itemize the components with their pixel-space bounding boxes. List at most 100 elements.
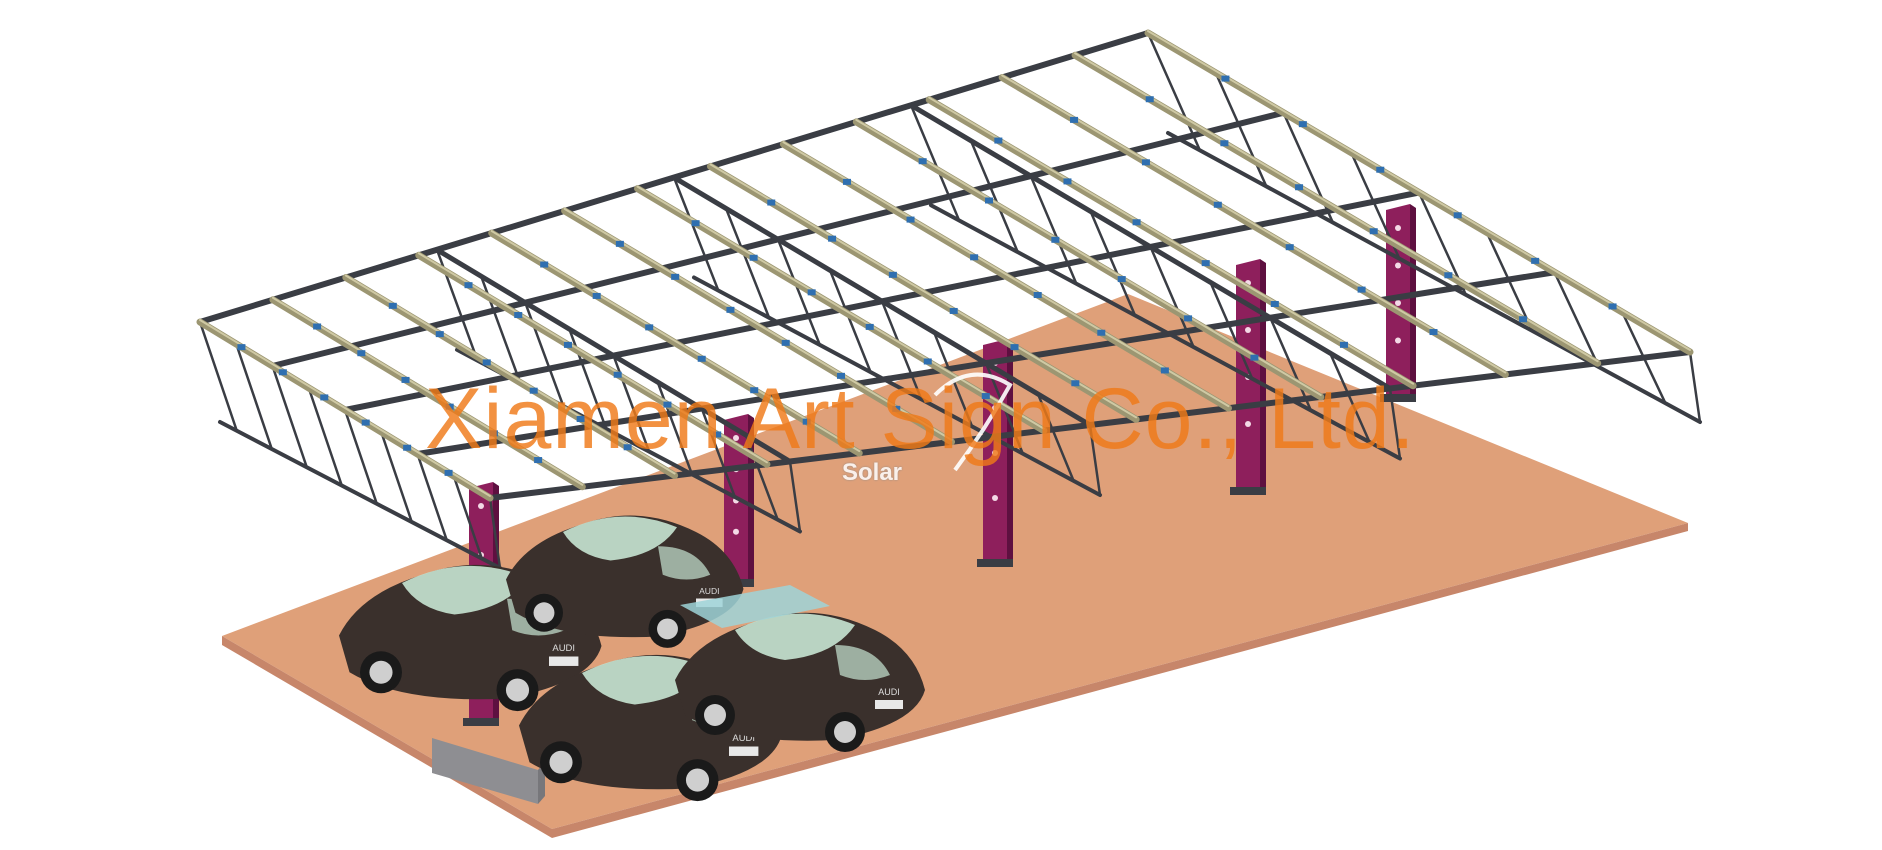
rail-clamp-bracket [592, 292, 601, 299]
truss-web-member [1036, 392, 1075, 483]
car-windshield [563, 516, 677, 561]
truss-web-member [724, 207, 771, 319]
mounting-rail [1071, 51, 1602, 367]
rail-clamp-bracket [464, 282, 473, 289]
rail-clamp-bracket [361, 419, 370, 426]
rail-clamp-bracket [1220, 140, 1229, 147]
rail-clamp-bracket [807, 289, 816, 296]
rail-clamp-bracket [1033, 292, 1042, 299]
rail-clamp-bracket [663, 401, 672, 408]
truss-web-member [1088, 423, 1102, 497]
rail-clamp-bracket [1531, 257, 1540, 264]
truss-web-member [1388, 387, 1402, 460]
mounting-rail [342, 274, 679, 480]
glass-canopy-panel [680, 585, 830, 628]
rail-clamp-bracket [1051, 236, 1060, 243]
ground-slab-edge-right [552, 523, 1688, 838]
rail-clamp-bracket [1270, 300, 1279, 307]
column-base-plate [977, 559, 1013, 567]
truss-web-member [776, 238, 822, 347]
rail-clamp-bracket [563, 341, 572, 348]
truss-web-member [744, 433, 779, 521]
rail-clamp-bracket [388, 302, 397, 309]
rail-clamp-bracket [906, 216, 915, 223]
truss-web-member [880, 300, 923, 401]
mounting-rail-highlight [344, 274, 676, 475]
car-rim [549, 750, 573, 774]
car-badge-text: AUDI [552, 643, 575, 654]
mounting-rail [852, 118, 1325, 401]
rail-clamp-bracket [1285, 244, 1294, 251]
car-badge-text: AUDI [878, 687, 900, 697]
mounting-rail-highlight [855, 118, 1322, 396]
rail-clamp-bracket [645, 324, 654, 331]
column-bolt-hole [733, 528, 739, 535]
rail-clamp-bracket [888, 271, 897, 278]
rail-clamp-bracket [1071, 380, 1080, 387]
rail-clamp-bracket [726, 306, 735, 313]
column-bolt-hole [992, 495, 998, 501]
rail-clamp-bracket [985, 197, 994, 204]
truss-web-member [612, 354, 651, 453]
rail-clamp-bracket [489, 430, 498, 437]
rail-clamp-bracket [313, 323, 322, 330]
mounting-rail-highlight [928, 96, 1415, 385]
rail-clamp-bracket [401, 376, 410, 383]
rail-clamp-bracket [923, 358, 932, 365]
truss-web-member [1029, 174, 1078, 286]
truss-web-member [1269, 316, 1313, 412]
rail-clamp-bracket [970, 254, 979, 261]
truss-web-member [198, 320, 239, 433]
truss-web-member [969, 139, 1020, 254]
column-bolt-hole [1245, 421, 1251, 427]
rail-clamp-bracket [892, 405, 901, 412]
rail-clamp-bracket [623, 444, 632, 451]
truss-web-member [1209, 281, 1254, 380]
rail-clamp-bracket [435, 331, 444, 338]
rail-clamp-bracket [540, 261, 549, 268]
rail-clamp-bracket [1201, 260, 1210, 267]
rail-clamp-bracket [949, 307, 958, 314]
rail-clamp-bracket [534, 457, 543, 464]
rail-clamp-bracket [691, 220, 700, 227]
truss-web-member [488, 496, 502, 570]
truss-web-member [1485, 231, 1534, 333]
rail-clamp-bracket [1070, 116, 1079, 123]
rail-clamp-bracket [1519, 316, 1528, 323]
rail-clamp-bracket [237, 344, 246, 351]
car-rim [834, 721, 856, 743]
column-bolt-hole [992, 450, 998, 456]
mounting-rail [269, 296, 586, 491]
mounting-rail-highlight [490, 230, 861, 453]
mounting-rail [925, 96, 1417, 390]
mounting-rail [415, 251, 771, 468]
truss-web-member [1553, 271, 1601, 369]
mounting-rail [196, 318, 494, 502]
column-bolt-hole [733, 435, 739, 441]
truss-web-member [672, 176, 720, 292]
rail-clamp-bracket [1357, 286, 1366, 293]
concrete-pedestal [432, 738, 538, 804]
rail-clamp-bracket [1429, 329, 1438, 336]
rail-clamp-bracket [278, 369, 287, 376]
ground-slab-edge [222, 636, 552, 838]
truss-web-member [1214, 71, 1268, 188]
rail-clamp-bracket [918, 158, 927, 165]
support-column-side [1007, 339, 1013, 565]
car-windshield [735, 613, 855, 660]
rail-clamp-bracket [781, 339, 790, 346]
column-bolt-hole [478, 503, 484, 509]
truss-web-member [343, 408, 379, 506]
column-base-plate [1380, 394, 1416, 402]
rail-clamp-bracket [445, 403, 454, 410]
solar-logo-icon [933, 372, 1013, 472]
car-rim [704, 704, 726, 726]
rail-clamp-bracket [1184, 315, 1193, 322]
car-rim [505, 678, 530, 702]
mounting-rail-highlight [271, 296, 584, 486]
rail-clamp-bracket [1250, 354, 1259, 361]
car-rim [685, 768, 710, 792]
rail-clamp-bracket [1132, 219, 1141, 226]
rail-clamp-bracket [615, 240, 624, 247]
rail-clamp-bracket [1295, 184, 1304, 191]
